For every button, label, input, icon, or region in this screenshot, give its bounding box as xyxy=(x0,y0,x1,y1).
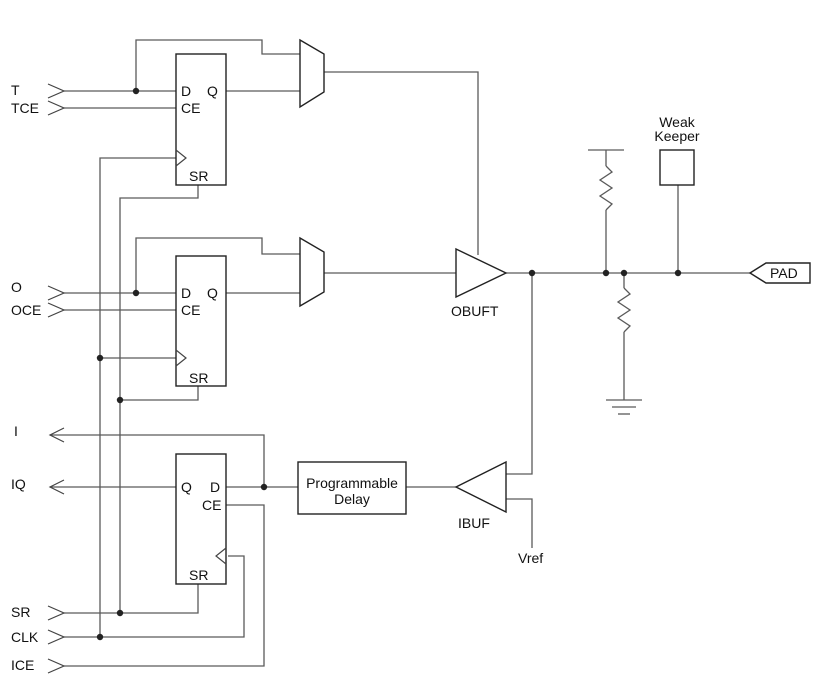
pin-label-clk: CLK xyxy=(11,629,39,645)
ibuf-buffer: IBUF xyxy=(454,460,507,531)
flipflop-i: Q D CE SR xyxy=(175,453,227,585)
pin-label-oce: OCE xyxy=(11,302,41,318)
junction-dot xyxy=(602,269,610,277)
output-pin-symbols xyxy=(48,427,65,495)
flipflop-t: D Q CE SR xyxy=(175,53,227,186)
junction-dot xyxy=(116,396,124,404)
junction-dot xyxy=(620,269,628,277)
input-pin-t xyxy=(47,83,66,99)
obuft-label: OBUFT xyxy=(451,303,499,319)
junction-dot xyxy=(132,87,140,95)
pin-label-o: O xyxy=(11,279,22,295)
junction-dot xyxy=(116,609,124,617)
output-arrow-iq xyxy=(48,479,65,495)
junction-dot xyxy=(96,633,104,641)
ff-i-ce-label: CE xyxy=(202,497,221,513)
keeper-label-line2: Keeper xyxy=(654,128,699,144)
weak-keeper-block: Weak Keeper xyxy=(654,114,700,186)
ff-i-q-label: Q xyxy=(181,479,192,495)
wires xyxy=(50,39,750,667)
vref-label: Vref xyxy=(518,550,543,566)
junction-dot xyxy=(132,289,140,297)
junction-dot xyxy=(260,483,268,491)
obuft-buffer: OBUFT xyxy=(451,247,508,319)
ibuf-label: IBUF xyxy=(458,515,490,531)
pin-label-i: I xyxy=(14,423,18,439)
pin-label-tce: TCE xyxy=(11,100,39,116)
pad-label: PAD xyxy=(770,265,798,281)
input-pin-symbols xyxy=(47,83,66,674)
ff-i-d-label: D xyxy=(210,479,220,495)
ff-i-sr-label: SR xyxy=(189,567,208,583)
mux-t xyxy=(299,38,325,109)
ff-o-sr-label: SR xyxy=(189,370,208,386)
pin-label-t: T xyxy=(11,82,20,98)
pin-labels: T TCE O OCE I IQ SR CLK ICE xyxy=(11,82,41,673)
junction-dot xyxy=(96,354,104,362)
ff-o-ce-label: CE xyxy=(181,302,200,318)
ff-o-q-label: Q xyxy=(207,285,218,301)
input-pin-tce xyxy=(47,100,66,116)
output-arrow-i xyxy=(48,427,65,443)
delay-label-line1: Programmable xyxy=(306,475,398,491)
junction-dots xyxy=(96,87,682,641)
junction-dot xyxy=(674,269,682,277)
pin-label-sr: SR xyxy=(11,604,30,620)
mux-o xyxy=(299,236,325,308)
ff-o-d-label: D xyxy=(181,285,191,301)
ff-t-ce-label: CE xyxy=(181,100,200,116)
ff-t-sr-label: SR xyxy=(189,168,208,184)
input-pin-ice xyxy=(47,658,66,674)
delay-label-line2: Delay xyxy=(334,491,370,507)
junction-dot xyxy=(528,269,536,277)
flipflop-o: D Q CE SR xyxy=(175,255,227,387)
input-pin-clk xyxy=(47,629,66,645)
pad-terminal: PAD xyxy=(748,262,811,284)
keeper-label-line1: Weak xyxy=(659,114,696,130)
ff-t-d-label: D xyxy=(181,83,191,99)
input-pin-sr xyxy=(47,605,66,621)
input-pin-o xyxy=(47,285,66,301)
programmable-delay-block: Programmable Delay xyxy=(297,461,407,515)
pin-label-iq: IQ xyxy=(11,476,26,492)
pin-label-ice: ICE xyxy=(11,657,34,673)
input-pin-oce xyxy=(47,302,66,318)
ff-t-q-label: Q xyxy=(207,83,218,99)
